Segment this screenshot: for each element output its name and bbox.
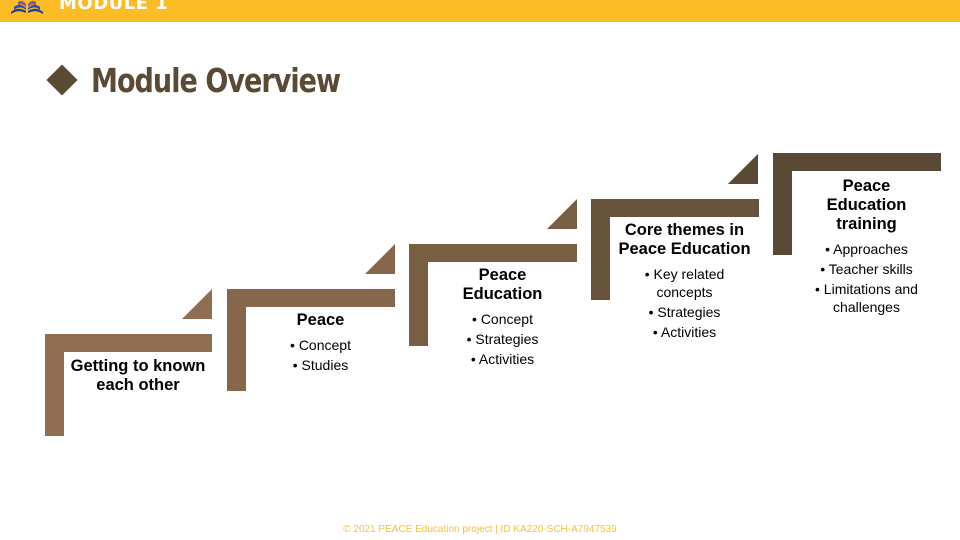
- page-title-text: Module Overview: [91, 60, 341, 100]
- step-item: • Strategies: [466, 331, 539, 347]
- step-title: Peace: [296, 311, 345, 329]
- step-item: • Activities: [470, 351, 535, 367]
- step-bracket: [773, 153, 792, 255]
- step-bracket: [227, 289, 395, 307]
- step-arrow-icon: [547, 199, 577, 229]
- step-bracket: [409, 244, 577, 262]
- step-arrow-icon: [728, 154, 758, 184]
- step-item: • Teacher skills: [820, 261, 913, 277]
- footer-copyright: © 2021 PEACE Education project | ID KA22…: [343, 524, 617, 535]
- step-item: • Key related concepts: [644, 266, 725, 300]
- step-item: • Concept: [290, 337, 351, 353]
- open-book-logo-icon: [11, 0, 43, 14]
- step-bracket: [45, 334, 212, 352]
- step-title: Getting to known each other: [70, 357, 206, 394]
- step-item: • Strategies: [648, 304, 721, 320]
- step-bracket: [409, 244, 428, 346]
- header-bar: MODULE 1: [0, 0, 960, 22]
- diamond-bullet-icon: [46, 64, 78, 96]
- step-title: Core themes in Peace Education: [618, 221, 751, 258]
- step-item: • Limitations and challenges: [815, 281, 918, 315]
- step-bracket: [591, 199, 610, 300]
- step-item: • Studies: [292, 357, 349, 373]
- step-arrow-icon: [365, 244, 395, 274]
- step-bracket: [45, 334, 64, 436]
- step-item: • Concept: [472, 311, 533, 327]
- step-title: Peace Education: [462, 266, 543, 303]
- step-item: • Activities: [652, 324, 717, 340]
- step-bracket: [773, 153, 941, 171]
- module-label: MODULE 1: [59, 0, 169, 14]
- step-bracket: [591, 199, 759, 217]
- step-item: • Approaches: [825, 241, 908, 257]
- page-title: Module Overview: [46, 58, 395, 102]
- step-title: Peace Education training: [826, 177, 907, 233]
- step-bracket: [227, 289, 246, 391]
- step-arrow-icon: [182, 289, 212, 319]
